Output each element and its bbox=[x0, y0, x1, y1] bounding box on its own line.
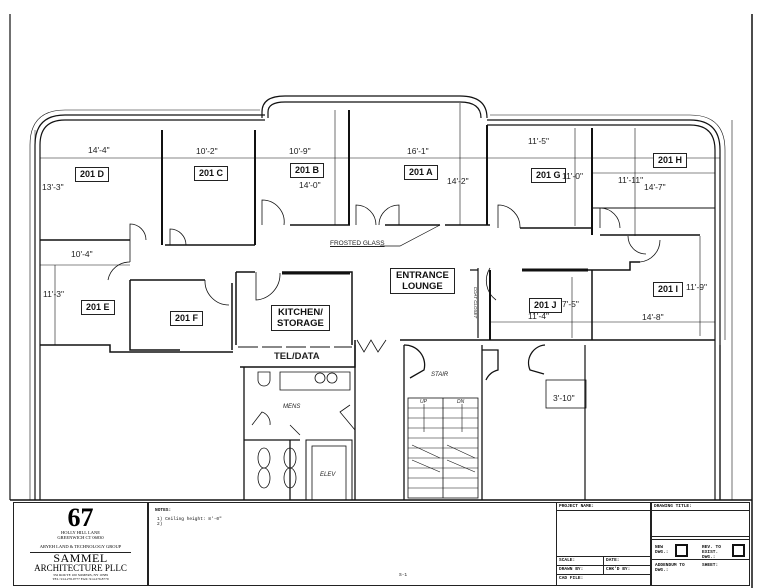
kitchen-line2: STORAGE bbox=[277, 318, 324, 329]
entrance-lounge-label: ENTRANCE LOUNGE bbox=[390, 268, 455, 294]
sheet-label: SHEET: bbox=[702, 563, 719, 568]
dimension-201d-depth: 13'-3" bbox=[42, 182, 64, 192]
room-201f-label: 201 F bbox=[170, 311, 204, 326]
room-201g-label: 201 G bbox=[531, 168, 566, 183]
dimension-closet-width: 3'-10" bbox=[553, 393, 575, 403]
drawn-by-label: DRAWN BY: bbox=[559, 567, 584, 572]
new-dwg-label: NEW DWG.: bbox=[655, 545, 669, 555]
title-block-firm: 67 HOLLY HILL LANE GREENWICH CT 06830 AR… bbox=[13, 502, 148, 586]
dimension-201h-width: 14'-7" bbox=[644, 182, 666, 192]
checked-by-label: CHK'D BY: bbox=[606, 567, 631, 572]
room-201h-label: 201 H bbox=[653, 153, 688, 168]
note-2: 2) bbox=[157, 522, 163, 527]
dimension-201e-depth: 11'-3" bbox=[43, 289, 65, 299]
entrance-lounge-line1: ENTRANCE bbox=[396, 270, 449, 281]
elev-label: ELEV bbox=[320, 472, 336, 478]
dimension-201h-depth: 11'-11" bbox=[618, 175, 644, 185]
dimension-201c-width: 10'-2" bbox=[196, 146, 218, 156]
firm-address: 332 ROUTE 100 SOMERS, NY 10589 bbox=[52, 573, 109, 577]
notes-heading: NOTES: bbox=[155, 508, 172, 513]
dimension-201a-depth: 14'-2" bbox=[447, 176, 469, 186]
city: GREENWICH CT 06830 bbox=[57, 535, 104, 540]
drawing-title-label: DRAWING TITLE: bbox=[654, 504, 692, 509]
room-201d-label: 201 D bbox=[75, 167, 110, 182]
stair-label: STAIR bbox=[431, 372, 449, 378]
kitchen-storage-label: KITCHEN/ STORAGE bbox=[271, 305, 330, 331]
dimension-201i-depth: 11'-9" bbox=[686, 282, 708, 292]
rev-dwg-checkbox[interactable] bbox=[732, 544, 745, 557]
dimension-201i-width: 14'-8" bbox=[642, 312, 664, 322]
sheet-scale-mark: S-1 bbox=[399, 573, 408, 578]
coat-closet-label: COAT CLOSET bbox=[473, 286, 479, 319]
firm-name-2: ARCHITECTURE PLLC bbox=[34, 563, 127, 573]
room-201c-label: 201 C bbox=[194, 166, 229, 181]
dimension-201g-depth: 11'-0" bbox=[562, 171, 584, 181]
room-201e-label: 201 E bbox=[81, 300, 115, 315]
project-info-panel: PROJECT NAME: SCALE: DATE: DRAWN BY: CHK… bbox=[556, 502, 651, 586]
dimension-201d-width: 14'-4" bbox=[88, 145, 110, 155]
dimension-201g-width: 11'-5" bbox=[528, 136, 550, 146]
room-201i-label: 201 I bbox=[653, 282, 684, 297]
rev-to-exist-label: REV. TO EXIST. DWG.: bbox=[702, 545, 721, 560]
mens-label: MENS bbox=[283, 404, 301, 410]
street: HOLLY HILL LANE bbox=[61, 530, 100, 535]
stair-up-label: UP bbox=[420, 399, 427, 405]
firm-name: SAMMEL bbox=[53, 551, 108, 565]
dimension-201b-width: 10'-9" bbox=[289, 146, 311, 156]
new-dwg-checkbox[interactable] bbox=[675, 544, 688, 557]
room-201a-label: 201 A bbox=[404, 165, 438, 180]
tel-data-label: TEL/DATA bbox=[274, 351, 320, 362]
stair-dn-label: DN bbox=[457, 399, 465, 405]
scale-label: SCALE: bbox=[559, 558, 576, 563]
room-201j-label: 201 J bbox=[529, 298, 562, 313]
kitchen-line1: KITCHEN/ bbox=[277, 307, 323, 318]
dimension-201j-depth: 7'-5" bbox=[562, 299, 579, 309]
date-label: DATE: bbox=[606, 558, 620, 563]
note-1: 1) Ceiling height: 8'-0" bbox=[157, 517, 222, 522]
dimension-201e-width: 10'-4" bbox=[71, 249, 93, 259]
notes-panel: NOTES: 1) Ceiling height: 8'-0" 2) S-1 bbox=[148, 502, 556, 586]
dimension-201a-width: 16'-1" bbox=[407, 146, 429, 156]
room-201b-label: 201 B bbox=[290, 163, 325, 178]
addendum-label: ADDENDUM TO DWG.: bbox=[655, 563, 685, 573]
project-name-label: PROJECT NAME: bbox=[559, 504, 595, 509]
firm-phone: TEL: 914.276.0777 FAX: 914.276.8779 bbox=[52, 577, 109, 581]
entrance-lounge-line2: LOUNGE bbox=[402, 281, 443, 292]
client-name: ARYEH LAND & TECHNOLOGY GROUP bbox=[39, 544, 122, 549]
drawing-info-panel: DRAWING TITLE: NEW DWG.: REV. TO EXIST. … bbox=[651, 502, 750, 586]
cad-file-label: CAD FILE: bbox=[559, 576, 584, 581]
frosted-glass-note: FROSTED GLASS bbox=[330, 240, 385, 247]
address-number: 67 bbox=[67, 503, 94, 532]
dimension-201j-width: 11'-4" bbox=[528, 311, 550, 321]
dimension-201b-depth: 14'-0" bbox=[299, 180, 321, 190]
